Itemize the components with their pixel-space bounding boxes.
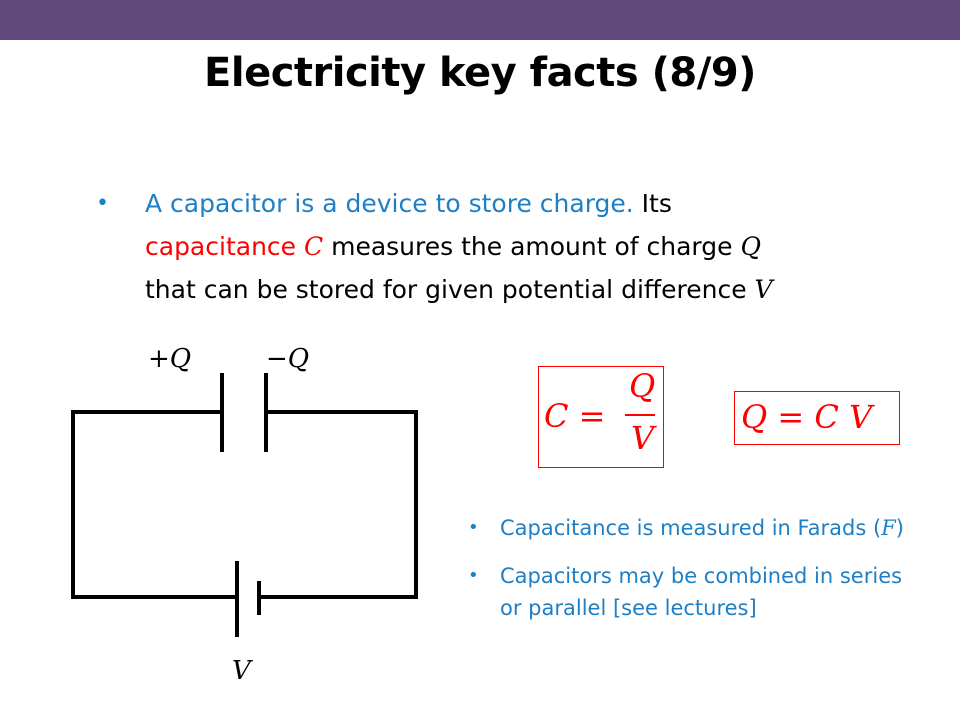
bullet-dot: • (96, 191, 109, 216)
capacitor-definition: A capacitor is a device to store charge. (145, 189, 634, 218)
text-measures: measures the amount of charge (323, 232, 741, 261)
equation-charge: Q = C V (734, 391, 900, 445)
label-plus-q: +Q (148, 344, 192, 374)
circuit-wire (257, 410, 418, 599)
label-minus-q: −Q (266, 344, 310, 374)
text-stored: that can be stored for given potential d… (145, 275, 755, 304)
eq1-denominator: V (631, 419, 655, 457)
list-item: • Capacitance is measured in Farads (F) (468, 512, 918, 544)
list-item: • Capacitors may be combined in series o… (468, 560, 918, 624)
var-v: V (754, 275, 773, 304)
capacitance-term: capacitance (145, 232, 297, 261)
farads-close: ) (895, 516, 904, 540)
eq1-numerator: Q (629, 367, 656, 405)
fraction-bar (625, 414, 655, 416)
bullet-dot: • (468, 565, 479, 586)
combined-text: Capacitors may be combined in series or … (500, 564, 903, 620)
main-bullet-text: A capacitor is a device to store charge.… (145, 182, 925, 311)
var-q: Q (740, 232, 761, 261)
equation-capacitance: C = Q V (538, 366, 664, 468)
circuit-wire (71, 410, 239, 599)
slide-title: Electricity key facts (8/9) (204, 50, 756, 96)
var-c: C (304, 232, 324, 261)
bullet-list: • Capacitance is measured in Farads (F) … (468, 512, 918, 640)
label-v: V (232, 656, 251, 686)
eq1-lhs: C = (544, 397, 606, 435)
bullet-dot: • (468, 517, 479, 538)
eq2-text: Q = C V (741, 398, 873, 436)
text-its: Its (633, 189, 672, 218)
var-f: F (881, 516, 896, 540)
header-bar (0, 0, 960, 40)
farads-text: Capacitance is measured in Farads ( (500, 516, 882, 540)
